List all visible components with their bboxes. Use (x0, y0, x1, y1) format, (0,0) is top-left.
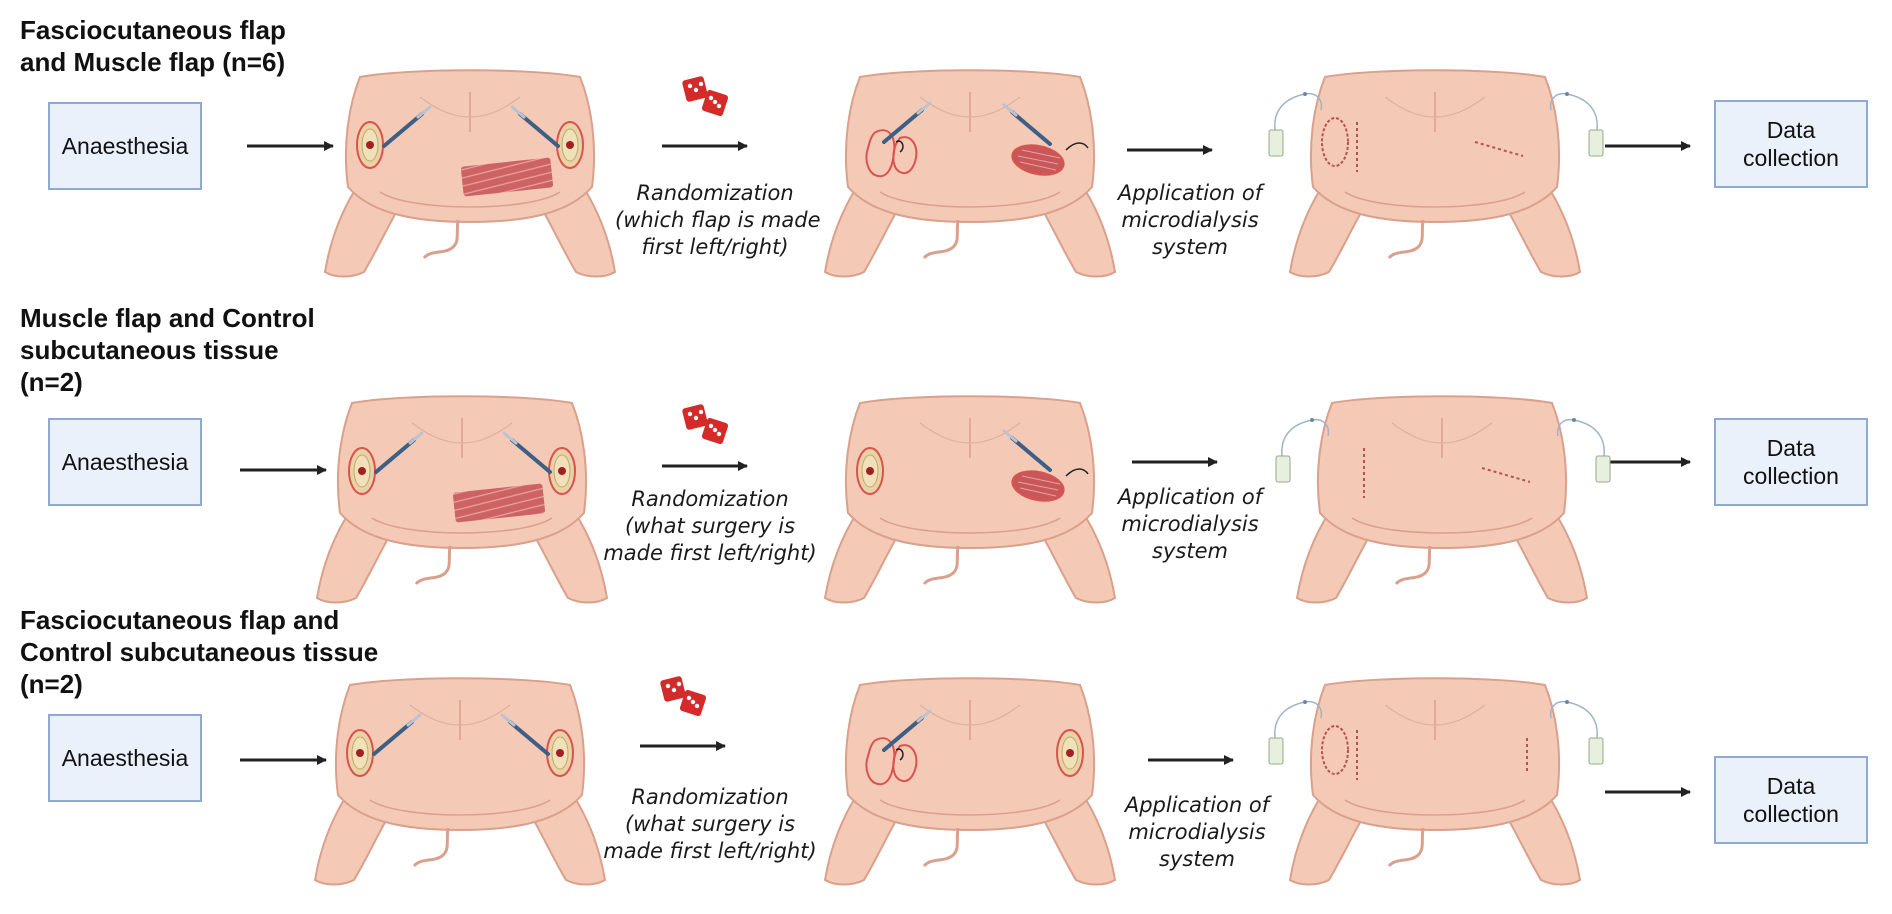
row-1-dice-icon (681, 75, 729, 117)
row-1-pig-1-left-site (356, 121, 384, 169)
row-1-pig-2-pedicle-line (1065, 142, 1089, 151)
row-3-pig-1 (313, 676, 607, 886)
row-2-pig-2 (823, 394, 1117, 604)
row-2-pig-2-pedicle-line (1065, 468, 1089, 477)
row-1-anaesthesia-box: Anaesthesia (48, 102, 202, 190)
row-2-pig-3-right-suture-line (1481, 467, 1531, 483)
row-1-application-caption: Application of microdialysis system (1117, 181, 1263, 259)
row-3-anaesthesia-box: Anaesthesia (48, 714, 202, 802)
row-2-pig-1-left-site (348, 447, 376, 495)
row-3-randomization-caption: Randomization (what surgery is made firs… (603, 785, 817, 863)
row-2-pig-1-right-site (548, 447, 576, 495)
row-3-pig-1-left-site (346, 729, 374, 777)
row-1-pig-3-right-suture-line (1474, 141, 1524, 157)
row-2-anaesthesia-box: Anaesthesia (48, 418, 202, 506)
row-1-pig-3 (1288, 68, 1582, 278)
row-2-pig-3 (1295, 394, 1589, 604)
row-2-application-caption: Application of microdialysis system (1117, 485, 1263, 563)
row-1-pig-1-muscle-sheet (460, 157, 554, 197)
row-3-pig-2 (823, 676, 1117, 886)
row-3-heading: Fasciocutaneous flap and Control subcuta… (20, 605, 379, 699)
row-3-pig-3 (1288, 676, 1582, 886)
row-1-pig-2 (823, 68, 1117, 278)
row-1-pig-3-left-suture-ring (1321, 117, 1349, 167)
row-2-pig-2-control-site (856, 447, 884, 495)
row-3-application-caption: Application of microdialysis system (1124, 793, 1270, 871)
row-1-pig-1-right-site (556, 121, 584, 169)
row-3-pig-1-right-site (546, 729, 574, 777)
row-2-pig-1-muscle-sheet (452, 483, 546, 523)
row-3-pig-2-right-site (1056, 729, 1084, 777)
row-3-pig-3-left-suture-ring (1321, 725, 1349, 775)
row-3-dice-icon (659, 675, 707, 717)
row-1-heading: Fasciocutaneous flap and Muscle flap (n=… (20, 15, 286, 77)
row-2-randomization-caption: Randomization (what surgery is made firs… (603, 487, 817, 565)
row-1-randomization-caption: Randomization (which flap is made first … (615, 181, 821, 259)
row-2-heading: Muscle flap and Control subcutaneous tis… (20, 303, 315, 397)
row-2-dice-icon (681, 403, 729, 445)
